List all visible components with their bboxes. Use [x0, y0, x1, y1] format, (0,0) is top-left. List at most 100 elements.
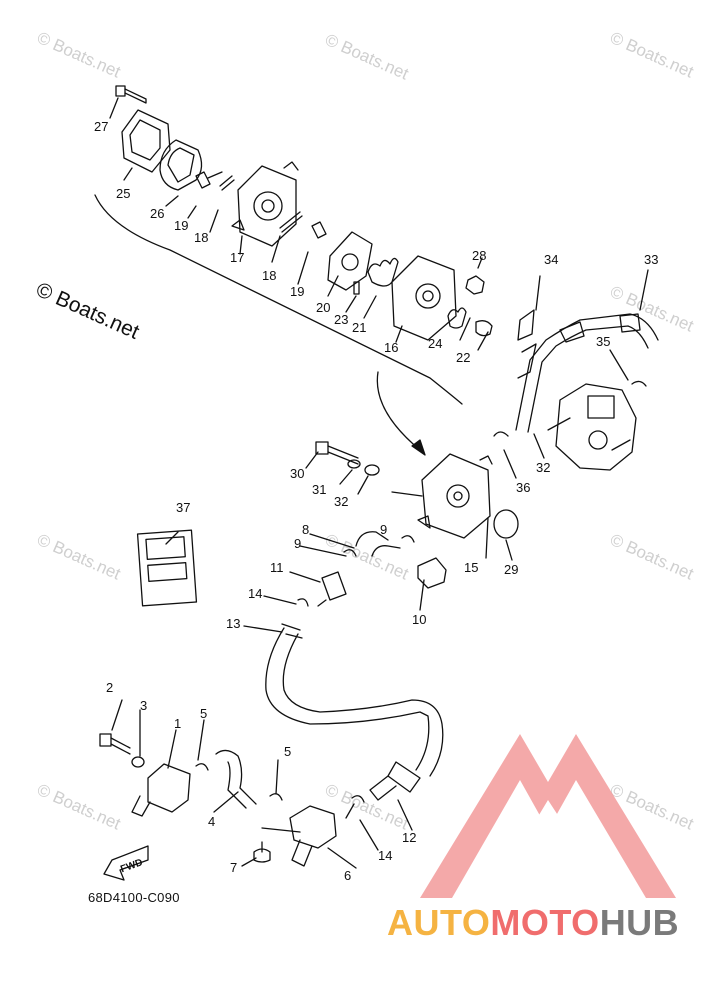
- clip-5a: [195, 763, 209, 771]
- hose-34: [559, 313, 641, 343]
- screw-19a: [195, 171, 223, 189]
- callout-23: 23: [334, 312, 348, 327]
- bolt-2: [99, 733, 131, 755]
- bracket-6: [261, 827, 301, 833]
- callout-27: 27: [94, 119, 108, 134]
- diagram-code: 68D4100-C090: [88, 890, 180, 905]
- callout-35: 34: [544, 252, 558, 267]
- clip-36b: [493, 431, 509, 437]
- callout-3: 3: [140, 698, 147, 713]
- callout-20: 20: [316, 300, 330, 315]
- callout-5a: 5: [200, 706, 207, 721]
- callout-6: 6: [344, 868, 351, 883]
- brand-logo: [420, 734, 676, 898]
- filter-11: [317, 571, 347, 607]
- explode-arrow: [376, 371, 421, 451]
- callout-18b: 18: [262, 268, 276, 283]
- brand-part-2: MOTO: [490, 902, 600, 943]
- pin-18a: [219, 175, 235, 191]
- gasket-25: [121, 109, 171, 173]
- clip-5b: [269, 793, 283, 801]
- callout-28: 28: [472, 248, 486, 263]
- callout-36a: 35: [596, 334, 610, 349]
- washer-3: [131, 756, 145, 768]
- clip-35: [517, 309, 537, 379]
- screw-19b: [311, 221, 327, 239]
- valve-20: [327, 231, 373, 291]
- hose-4: [215, 749, 257, 809]
- callout-15: 15: [464, 560, 478, 575]
- label-37: [136, 529, 198, 607]
- callout-5b: 5: [284, 744, 291, 759]
- brand-part-1: AUTO: [387, 902, 491, 943]
- callout-19b: 19: [290, 284, 304, 299]
- callouts: 27 25 26 19 18 17 18 19 20 23 21 16 24 2…: [94, 119, 658, 883]
- hose-13: [265, 627, 430, 771]
- cap-22: [475, 320, 493, 337]
- washer-32: [364, 464, 380, 476]
- diaphragm-26: [159, 139, 203, 191]
- callout-13: 13: [226, 616, 240, 631]
- carburetor: [555, 383, 637, 471]
- fuel-pump-15: [421, 453, 491, 539]
- callout-34: 33: [644, 252, 658, 267]
- pump-body-17: [237, 165, 297, 247]
- brand-wordmark: AUTOMOTOHUB: [387, 902, 679, 944]
- callout-8: 8: [302, 522, 309, 537]
- callout-33: 32: [536, 460, 550, 475]
- callout-22: 22: [456, 350, 470, 365]
- callout-36b: 36: [516, 480, 530, 495]
- brand-part-3: HUB: [599, 902, 680, 943]
- clip-9a: [401, 535, 415, 543]
- callout-14b: 14: [378, 848, 392, 863]
- joint-6: [289, 805, 337, 849]
- callout-2: 2: [106, 680, 113, 695]
- screw-7: [253, 841, 271, 863]
- valve-1: [147, 763, 191, 813]
- spring-21: [367, 257, 399, 287]
- explode-bracket: [94, 194, 463, 405]
- bolt-27: [115, 85, 147, 104]
- callout-11: 11: [270, 560, 284, 575]
- o-ring-29: [493, 509, 519, 539]
- callout-21: 21: [352, 320, 366, 335]
- callout-9a: 9: [380, 522, 387, 537]
- nut-28: [465, 275, 485, 295]
- fwd-arrow: [103, 845, 149, 881]
- callout-18a: 18: [194, 230, 208, 245]
- callout-16: 16: [384, 340, 398, 355]
- callout-19a: 19: [174, 218, 188, 233]
- clip-36a: [631, 380, 647, 387]
- clip-14b: [351, 795, 365, 803]
- arrow-head: [411, 439, 426, 456]
- callout-4: 4: [208, 814, 215, 829]
- bracket-10: [417, 557, 447, 589]
- connector-12: [369, 761, 421, 801]
- bolt-30: [315, 441, 359, 465]
- callout-24: 24: [428, 336, 442, 351]
- callout-10: 10: [412, 612, 426, 627]
- callout-31: 31: [312, 482, 326, 497]
- hose-8: [355, 531, 401, 557]
- callout-29: 29: [504, 562, 518, 577]
- pin-18b: [279, 211, 303, 233]
- callout-12: 12: [402, 830, 416, 845]
- callout-30: 30: [290, 466, 304, 481]
- pump-cover-16: [391, 255, 457, 341]
- callout-1: 1: [174, 716, 181, 731]
- washer-31: [347, 459, 361, 469]
- pin-23: [353, 281, 360, 295]
- callout-9b: 9: [294, 536, 301, 551]
- callout-26: 26: [150, 206, 164, 221]
- callout-7: 7: [230, 860, 237, 875]
- clip-14a: [297, 598, 309, 607]
- callout-32: 32: [334, 494, 348, 509]
- clip-9b: [343, 549, 357, 557]
- spring-24: [447, 307, 467, 329]
- hose-33: [515, 313, 659, 431]
- callout-17: 17: [230, 250, 244, 265]
- callout-14a: 14: [248, 586, 262, 601]
- callout-25: 25: [116, 186, 130, 201]
